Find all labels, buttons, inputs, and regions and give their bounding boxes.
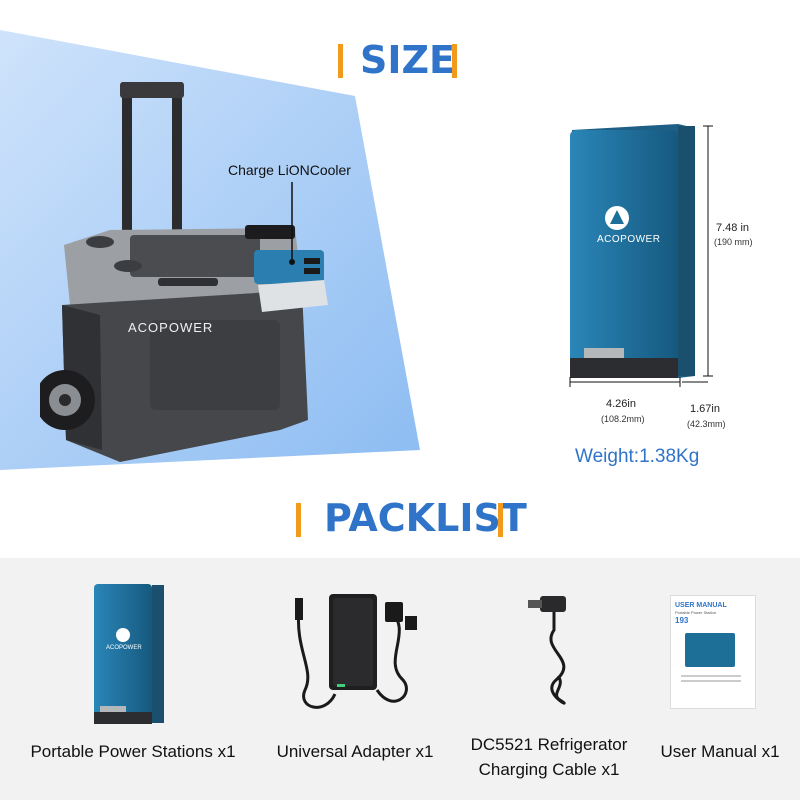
caption-power-station: Portable Power Stations x1 [30, 742, 236, 761]
manual-text-line [681, 675, 741, 677]
width-in: 4.26in [606, 398, 636, 410]
caption-cable-line2: Charging Cable x1 [478, 760, 620, 779]
depth-in: 1.67in [690, 403, 720, 415]
packlist-bar-left [296, 503, 301, 537]
pack-unit-brand: ACOPOWER [106, 645, 142, 651]
weight-label: Weight:1.38Kg [575, 446, 700, 467]
heading-bar-left [338, 44, 343, 78]
manual-image: USER MANUAL Portable Power Station 193 [670, 595, 756, 709]
unit-brand-label: ACOPOWER [597, 234, 661, 245]
heading-bar-right [452, 44, 457, 78]
packlist-heading: PACKLIST [324, 496, 527, 540]
packlist-bar-right [498, 503, 503, 537]
depth-mm: (42.3mm) [687, 419, 726, 429]
manual-title: USER MANUAL [675, 602, 727, 609]
manual-model: 193 [675, 616, 689, 625]
callout-label: Charge LiONCooler [228, 162, 351, 178]
cooler-brand-label: ACOPOWER [128, 320, 214, 335]
cable-image [528, 596, 566, 705]
callout-line [289, 182, 295, 265]
packlist-power-station-image [94, 584, 164, 724]
cooler-image [40, 82, 328, 462]
size-heading: SIZE [360, 38, 456, 82]
height-in: 7.48 in [716, 222, 750, 234]
adapter-image [295, 594, 417, 709]
dimension-lines [569, 125, 713, 387]
power-station-image [570, 124, 695, 378]
caption-manual: User Manual x1 [660, 742, 780, 761]
caption-adapter: Universal Adapter x1 [276, 742, 434, 761]
caption-cable-line1: DC5521 Refrigerator [470, 735, 628, 754]
manual-text-line [681, 680, 741, 682]
manual-subtitle: Portable Power Station [675, 610, 716, 615]
width-mm: (108.2mm) [601, 414, 645, 424]
height-mm: (190 mm) [714, 237, 753, 247]
manual-product-photo [685, 633, 735, 667]
